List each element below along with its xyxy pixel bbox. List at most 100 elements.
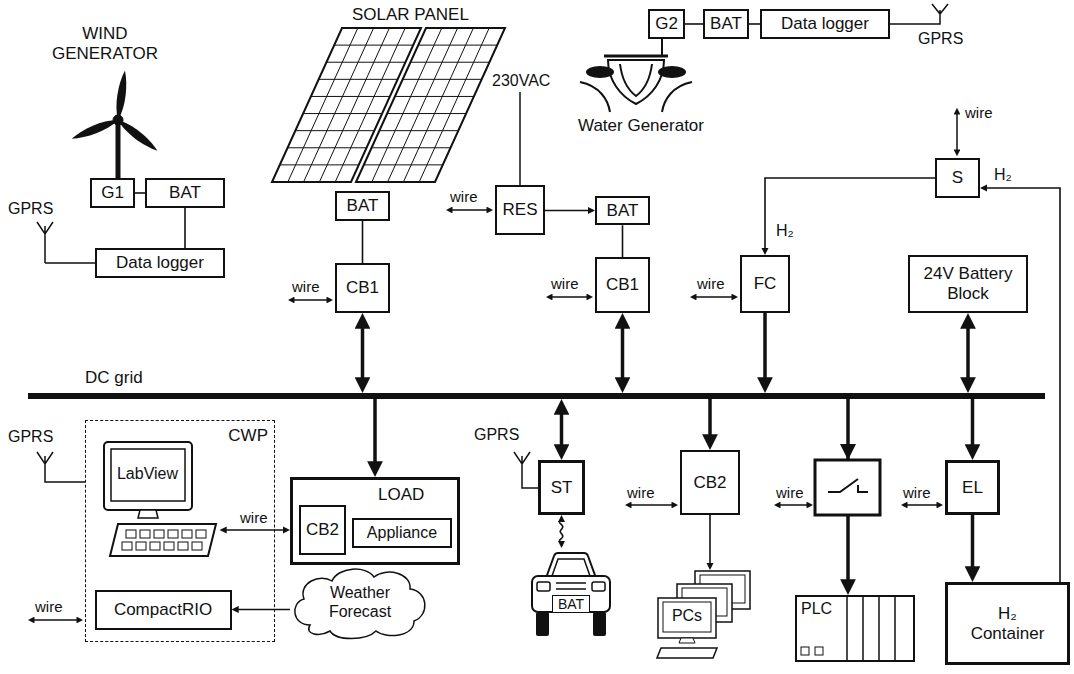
logger-box: Data logger — [760, 9, 890, 39]
generator-box: G2 — [648, 9, 685, 39]
component-label: SOLAR PANEL — [352, 5, 469, 25]
node-text: H₂ Container — [960, 604, 1055, 643]
connector — [763, 313, 767, 388]
node-text: Appliance — [367, 524, 437, 542]
switch-symbol — [815, 444, 880, 515]
controller-box: CB2 — [680, 450, 740, 515]
water-turbine — [580, 38, 692, 112]
connector — [234, 609, 290, 611]
connector — [559, 517, 563, 545]
connector — [971, 399, 975, 455]
node-text: Data logger — [116, 253, 204, 273]
battery-box: BAT — [145, 178, 225, 208]
connector-label: H₂ — [774, 222, 796, 240]
connector — [709, 515, 711, 568]
node-text: G1 — [101, 183, 124, 203]
wire-label: wire — [551, 275, 579, 292]
wind-turbine — [70, 70, 160, 180]
battery-box: BAT — [703, 9, 749, 39]
node-text: PLC — [801, 600, 832, 618]
computer-icon: LabView — [100, 440, 220, 560]
forecast-cloud: Weather Forecast — [290, 565, 430, 640]
wire-label: wire — [697, 275, 725, 292]
fuel-cell-box: FC — [740, 255, 790, 313]
wire-label: wire — [903, 484, 931, 501]
rectifier-box: RES — [495, 185, 545, 235]
wire-label: wire — [965, 104, 993, 121]
connector — [621, 318, 625, 388]
workstation-group: LabViewCompactRIO CWP — [85, 420, 275, 642]
controller-box: CB1 — [335, 263, 390, 313]
node-text: G2 — [655, 14, 678, 34]
computers-icon: PCs — [655, 570, 752, 660]
node-text: CB2 — [693, 473, 726, 493]
computer-icon-outline — [100, 440, 220, 560]
component-label: Water Generator — [578, 116, 704, 136]
node-text: 24V Battery Block — [910, 264, 1026, 303]
connector — [971, 515, 975, 577]
storage-box: S — [935, 158, 980, 198]
connector — [135, 192, 145, 194]
station-box: ST — [538, 460, 585, 515]
plc-rack: PLC — [795, 595, 915, 662]
node-text: EL — [962, 478, 983, 498]
generator-box: G1 — [90, 178, 135, 208]
node-text: Data logger — [781, 14, 869, 34]
node-text: CompactRIO — [114, 600, 212, 620]
connector — [622, 225, 624, 257]
wire-arrows — [30, 110, 957, 620]
node-text: DC grid — [85, 368, 143, 388]
connector — [184, 208, 186, 248]
node-text: BAT — [347, 196, 379, 216]
connector — [373, 399, 377, 472]
car-icon: BAT — [530, 548, 612, 640]
node-text: FC — [754, 274, 777, 294]
node-text: CWP — [228, 426, 268, 446]
computers-icon-outline — [655, 570, 752, 660]
wire-label: wire — [776, 484, 804, 501]
connector — [708, 399, 712, 445]
antenna-wires — [37, 4, 948, 488]
node-text: BAT — [552, 595, 590, 613]
connector-label: H₂ — [992, 166, 1014, 184]
logger-box: Data logger — [95, 248, 225, 278]
node-text: BAT — [710, 14, 742, 34]
connector — [560, 404, 564, 455]
node-text: Weather Forecast — [320, 584, 400, 621]
connector — [765, 178, 935, 253]
load-box: CB2 Appliance LOAD — [290, 477, 460, 565]
antenna-label: GPRS — [918, 30, 963, 48]
wire-label: wire — [292, 278, 320, 295]
controller-box: CB2 — [299, 505, 346, 555]
antenna-label: GPRS — [8, 428, 53, 446]
node-text: S — [952, 168, 963, 188]
node-text: BAT — [607, 201, 639, 221]
connector — [222, 529, 288, 531]
component-label: WIND GENERATOR — [40, 24, 170, 63]
node-text: CB2 — [306, 520, 339, 540]
connector — [361, 318, 365, 388]
tank-box: H₂ Container — [945, 582, 1070, 665]
electrolyser-box: EL — [945, 460, 1000, 515]
antenna-label: GPRS — [8, 200, 53, 218]
battery-block-box: 24V Battery Block — [908, 255, 1028, 313]
antenna-label: GPRS — [474, 426, 519, 444]
wire-label: wire — [35, 598, 63, 615]
connector — [685, 23, 703, 25]
appliance-box: Appliance — [352, 518, 452, 548]
node-text: RES — [503, 200, 538, 220]
connector — [362, 221, 364, 263]
supply-label: 230VAC — [492, 72, 550, 90]
car-icon-outline — [530, 548, 612, 640]
controller-box: CompactRIO — [95, 590, 232, 630]
connector-label: wire — [238, 510, 270, 527]
node-text: LabView — [111, 465, 185, 483]
solar-panel — [272, 28, 505, 182]
connector — [966, 318, 970, 388]
node-text: LOAD — [378, 485, 424, 505]
node-text: PCs — [663, 607, 711, 625]
node-text: BAT — [169, 183, 201, 203]
connector — [982, 188, 1060, 582]
